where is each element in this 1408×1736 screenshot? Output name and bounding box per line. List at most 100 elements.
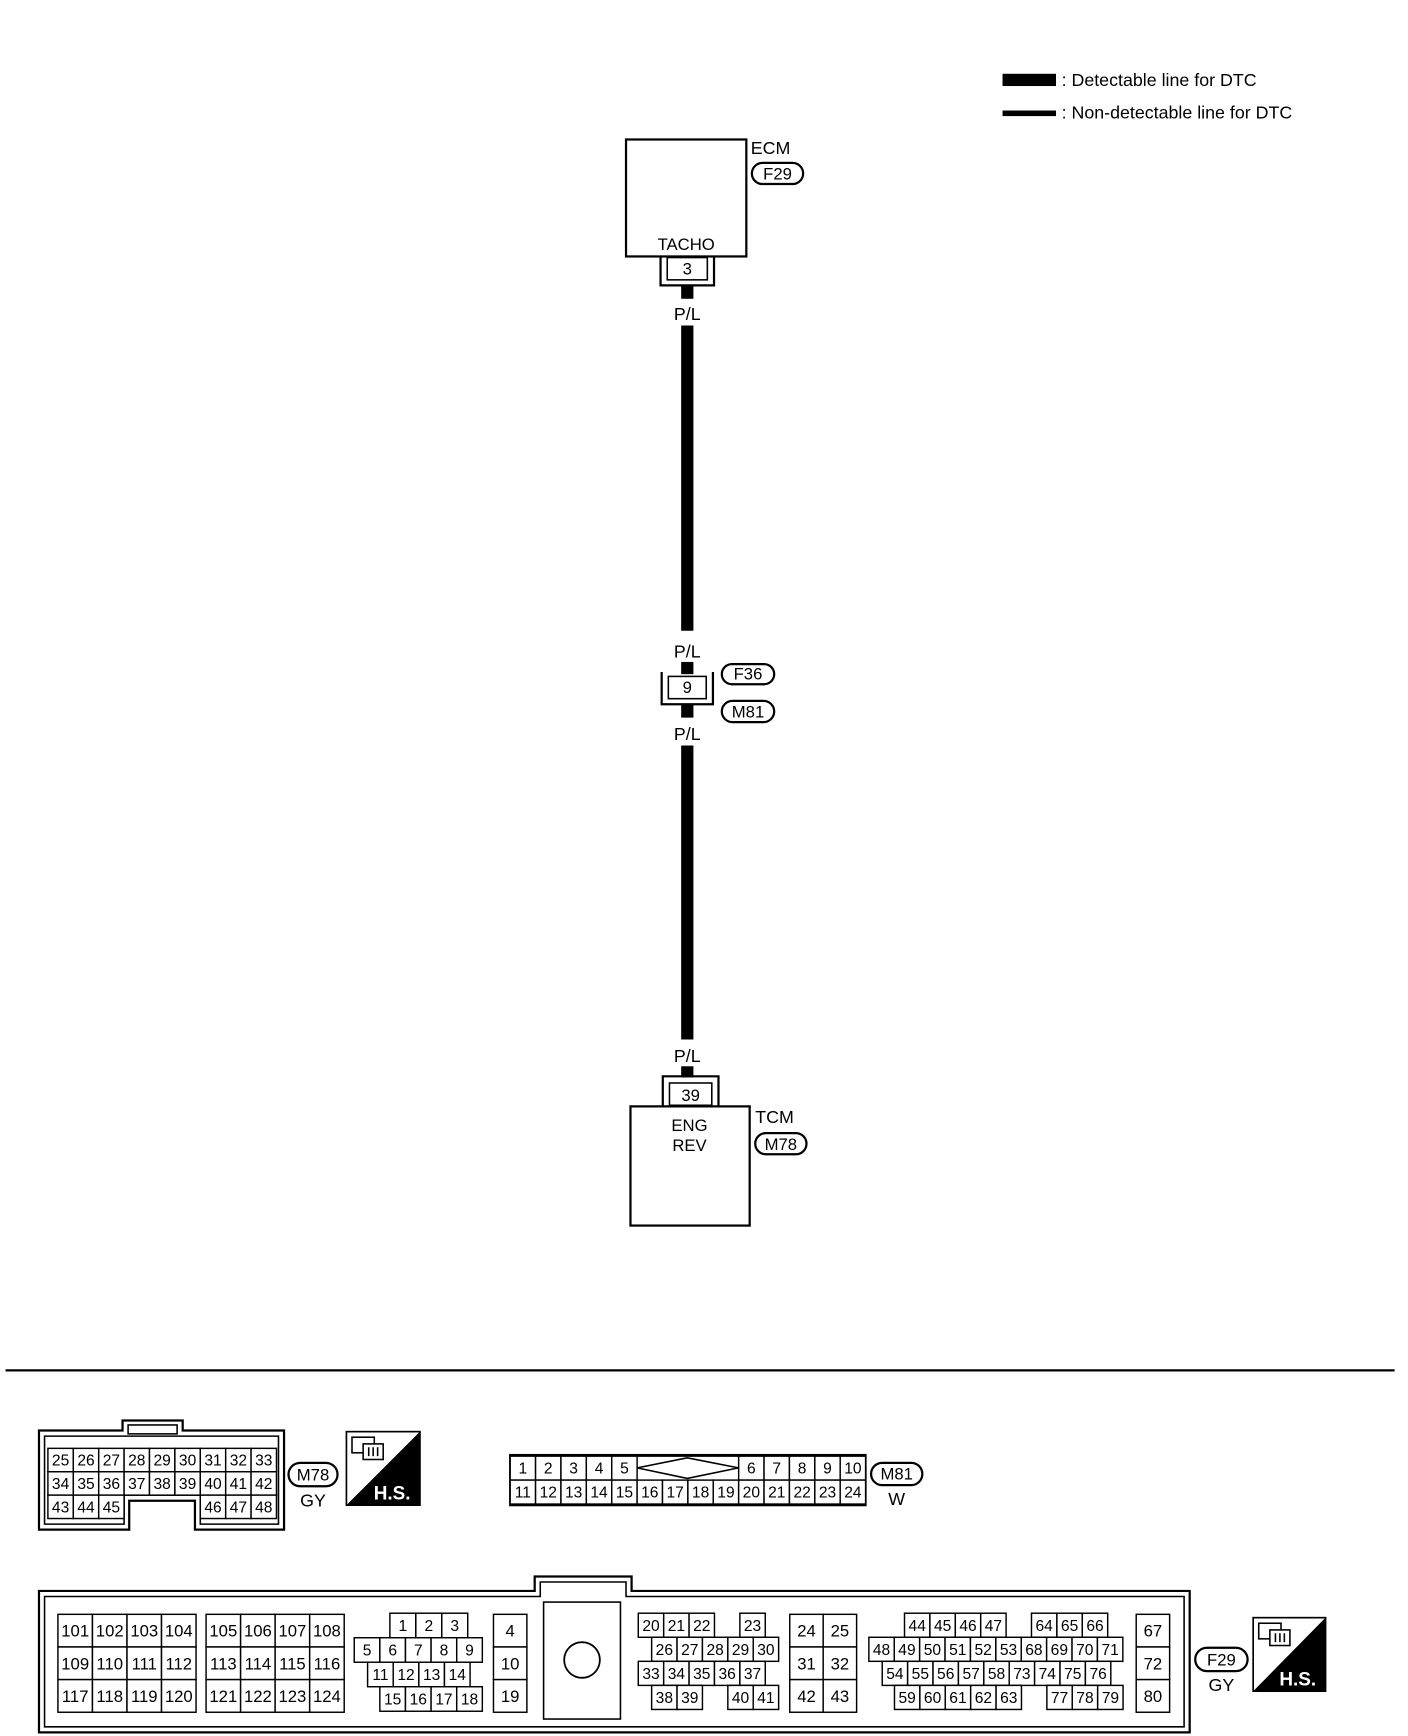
f29-pin-103: 103 (126, 1613, 163, 1648)
m78-pin-45-cell (97, 1494, 125, 1520)
f29-pin-55: 55 (906, 1660, 934, 1687)
f29-pin-3: 3 (441, 1612, 469, 1639)
f29-pin-24: 24 (789, 1613, 824, 1648)
f29-pin-29-number: 29 (732, 1642, 749, 1659)
m81-pin-4-number: 4 (595, 1461, 604, 1478)
f29-pin-36-number: 36 (719, 1666, 736, 1683)
f29-pin-40-number: 40 (732, 1690, 750, 1707)
f29-pin-41: 41 (752, 1684, 780, 1711)
f29-pin-119-cell (126, 1678, 163, 1713)
m81-pin-24-number: 24 (844, 1485, 862, 1502)
tcm-terminal-name-line1: ENG (671, 1116, 707, 1135)
m81-pin-12: 12 (534, 1479, 562, 1505)
f29-pin-60-number: 60 (924, 1690, 942, 1707)
m78-pin-33-number: 33 (255, 1453, 272, 1470)
f29-pin-61-number: 61 (949, 1690, 966, 1707)
f29-pin-8: 8 (430, 1636, 458, 1663)
m78-pin-36-number: 36 (103, 1476, 120, 1493)
m78-hs-label: H.S. (374, 1484, 411, 1505)
detectable-line-label: : Detectable line for DTC (1062, 70, 1257, 90)
f29-pin-32-cell (822, 1646, 858, 1681)
f29-pin-114: 114 (239, 1646, 276, 1681)
f29-pin-18-cell (455, 1686, 484, 1712)
f29-pin-10-cell (492, 1646, 528, 1681)
m78-pin-32-number: 32 (230, 1453, 247, 1470)
f29-pin-41-number: 41 (757, 1690, 774, 1707)
f29-pin-109-number: 109 (61, 1654, 89, 1673)
f29-pin-7-number: 7 (414, 1643, 423, 1660)
f29-pin-49: 49 (893, 1636, 921, 1663)
f29-pin-70-cell (1071, 1636, 1099, 1663)
m81-pin-18-number: 18 (692, 1485, 709, 1502)
f29-pin-121: 121 (205, 1678, 242, 1713)
tcm-terminal-name-line2: REV (672, 1136, 707, 1155)
f29-pin-124: 124 (308, 1678, 345, 1713)
tcm-unit: 39 ENG REV TCM M78 (629, 1075, 808, 1227)
f29-pin-73-number: 73 (1013, 1666, 1030, 1683)
f29-pin-37-number: 37 (744, 1666, 761, 1683)
m81-pin-6: 6 (737, 1455, 765, 1481)
ecm-unit: ECM F29 TACHO 3 (624, 138, 805, 287)
ecm-connector-badge (750, 161, 805, 186)
f29-pin-116-cell (308, 1646, 345, 1681)
f29-pin-120: 120 (160, 1678, 197, 1713)
non-detectable-line-swatch (1002, 110, 1056, 117)
f29-pin-116: 116 (308, 1646, 345, 1681)
f29-pin-124-number: 124 (313, 1687, 341, 1706)
m81-pin-18: 18 (687, 1479, 714, 1505)
ecm-connector-id: F29 (763, 165, 792, 184)
f29-pin-11-cell (366, 1661, 394, 1688)
f29-pin-79-number: 79 (1102, 1690, 1119, 1707)
f29-pin-117-number: 117 (62, 1687, 89, 1706)
f29-pin-119-number: 119 (131, 1687, 158, 1706)
m81-pin-10-number: 10 (844, 1461, 862, 1478)
m81-pin-10: 10 (839, 1455, 867, 1481)
m81-pin-22: 22 (788, 1479, 816, 1505)
f29-pin-24-number: 24 (797, 1622, 816, 1641)
f29-pin-121-cell (205, 1678, 242, 1713)
joint-pin-box (667, 675, 708, 700)
m81-pin-15: 15 (610, 1479, 638, 1505)
f29-pin-23: 23 (739, 1612, 766, 1639)
f29-pin-26-cell (650, 1636, 678, 1663)
m81-pin-20-number: 20 (743, 1485, 761, 1502)
m81-pin-19: 19 (712, 1479, 740, 1505)
f29-pin-111-number: 111 (132, 1654, 157, 1673)
f29-pin-113: 113 (205, 1646, 242, 1681)
m81-pin-23-number: 23 (819, 1485, 836, 1502)
f29-pin-71-cell (1096, 1636, 1124, 1663)
f29-pin-46: 46 (954, 1612, 982, 1639)
m81-pin-17-number: 17 (667, 1485, 684, 1502)
f29-connector-color: GY (1209, 1675, 1235, 1695)
f29-pin-123-number: 123 (278, 1687, 306, 1706)
f29-pin-103-cell (126, 1613, 163, 1648)
f29-pin-66: 66 (1081, 1612, 1109, 1639)
f29-pin-9-cell (455, 1636, 484, 1663)
f29-pin-59: 59 (893, 1684, 921, 1711)
f29-pin-7-cell (404, 1636, 432, 1663)
m81-pin-15-number: 15 (616, 1485, 634, 1502)
f29-pin-118-number: 118 (96, 1687, 123, 1706)
m81-pin-19-number: 19 (717, 1485, 734, 1502)
m78-pin-25-number: 25 (52, 1453, 70, 1470)
f29-pin-65-number: 65 (1061, 1618, 1079, 1635)
m81-pin-3: 3 (560, 1455, 588, 1481)
f29-pin-78-cell (1071, 1684, 1099, 1711)
f29-outer-shell (37, 1575, 1191, 1734)
f29-pin-32: 32 (822, 1646, 858, 1681)
f29-pin-60: 60 (919, 1684, 946, 1711)
f29-pin-110-number: 110 (96, 1654, 123, 1673)
f29-pin-110: 110 (91, 1646, 128, 1681)
f29-pin-107-cell (274, 1613, 311, 1648)
joint-lower-connector-badge (720, 699, 776, 724)
f29-pin-63-cell (995, 1684, 1023, 1711)
joint-upper-connector-id: F36 (734, 665, 763, 684)
m81-pin-11-number: 11 (515, 1485, 531, 1502)
f29-pin-28-number: 28 (706, 1642, 723, 1659)
f29-pin-25-number: 25 (831, 1622, 850, 1641)
f29-pin-77-cell (1046, 1684, 1073, 1711)
m81-pin-21-number: 21 (768, 1485, 785, 1502)
f29-pin-69-cell (1045, 1636, 1073, 1663)
m81-pin-16-number: 16 (641, 1485, 658, 1502)
